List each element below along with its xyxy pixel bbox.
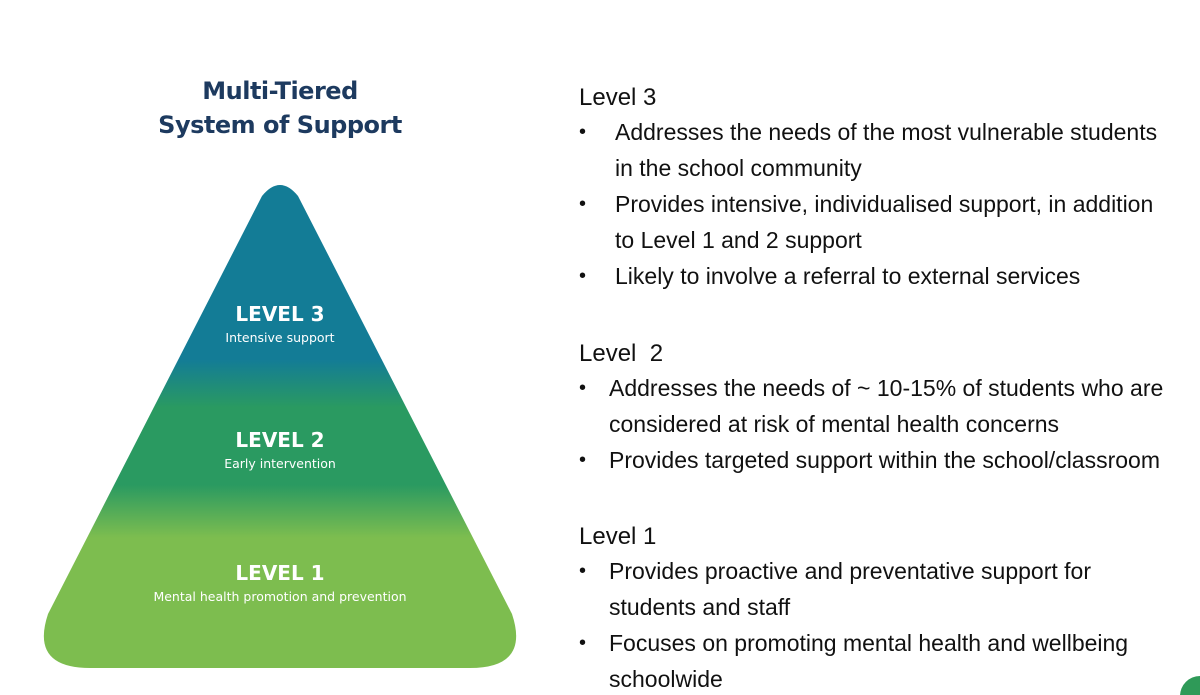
bullet-line: students and staff bbox=[609, 594, 791, 620]
pyramid-title-line-2: System of Support bbox=[158, 111, 402, 139]
tier-level-1-name: LEVEL 1 bbox=[235, 561, 325, 585]
bullet-line: Focuses on promoting mental health and w… bbox=[609, 630, 1129, 656]
pyramid-title-line-1: Multi-Tiered bbox=[202, 77, 358, 105]
bullet-dot: • bbox=[579, 193, 587, 215]
level-3-heading: Level 3 bbox=[579, 84, 657, 111]
tier-level-3-description: Intensive support bbox=[225, 330, 335, 345]
pyramid-shape bbox=[43, 185, 517, 668]
bullet-line: Addresses the needs of the most vulnerab… bbox=[615, 119, 1158, 145]
bullet-line: Provides intensive, individualised suppo… bbox=[615, 191, 1154, 217]
level-3-section: Level 3 • Addresses the needs of the mos… bbox=[579, 82, 1194, 294]
level-3-bullets: • Addresses the needs of the most vulner… bbox=[579, 114, 1194, 294]
bullet-line: Addresses the needs of ~ 10-15% of stude… bbox=[609, 375, 1164, 401]
bullet-dot: • bbox=[579, 265, 587, 287]
bullet-line: in the school community bbox=[615, 155, 862, 181]
bullet-item: • Likely to involve a referral to extern… bbox=[579, 258, 1194, 294]
level-2-bullets: • Addresses the needs of ~ 10-15% of stu… bbox=[579, 370, 1194, 478]
level-2-heading: Level 2 bbox=[579, 340, 664, 367]
level-1-section: Level 1 • Provides proactive and prevent… bbox=[579, 521, 1194, 695]
bullet-item: • Provides intensive, individualised sup… bbox=[579, 186, 1194, 258]
level-1-bullets: • Provides proactive and preventative su… bbox=[579, 553, 1194, 695]
bullet-dot: • bbox=[579, 377, 587, 399]
tier-level-3: LEVEL 3 Intensive support bbox=[130, 302, 430, 347]
pyramid-diagram bbox=[43, 185, 517, 668]
pyramid-title: Multi-Tiered System of Support bbox=[130, 74, 430, 142]
bullet-line: Provides targeted support within the sch… bbox=[609, 447, 1161, 473]
bullet-item: • Provides targeted support within the s… bbox=[579, 442, 1194, 478]
bullet-dot: • bbox=[579, 632, 587, 654]
tier-level-2-description: Early intervention bbox=[224, 456, 336, 471]
level-2-section: Level 2 • Addresses the needs of ~ 10-15… bbox=[579, 338, 1194, 478]
tier-level-1-description: Mental health promotion and prevention bbox=[153, 589, 407, 604]
bullet-dot: • bbox=[579, 121, 587, 143]
tier-level-2: LEVEL 2 Early intervention bbox=[130, 428, 430, 473]
bullet-line: schoolwide bbox=[609, 666, 723, 692]
tier-level-1: LEVEL 1 Mental health promotion and prev… bbox=[130, 561, 430, 606]
bullet-item: • Addresses the needs of the most vulner… bbox=[579, 114, 1194, 186]
bullet-line: considered at risk of mental health conc… bbox=[609, 411, 1060, 437]
bullet-item: • Addresses the needs of ~ 10-15% of stu… bbox=[579, 370, 1194, 442]
bullet-line: to Level 1 and 2 support bbox=[615, 227, 862, 253]
corner-decoration bbox=[1180, 676, 1200, 695]
bullet-dot: • bbox=[579, 560, 587, 582]
bullet-item: • Focuses on promoting mental health and… bbox=[579, 625, 1194, 695]
bullet-dot: • bbox=[579, 449, 587, 471]
bullet-line: Likely to involve a referral to external… bbox=[615, 263, 1081, 289]
bullet-item: • Provides proactive and preventative su… bbox=[579, 553, 1194, 625]
tier-level-2-name: LEVEL 2 bbox=[235, 428, 325, 452]
tier-level-3-name: LEVEL 3 bbox=[235, 302, 325, 326]
bullet-line: Provides proactive and preventative supp… bbox=[609, 558, 1091, 584]
level-1-heading: Level 1 bbox=[579, 523, 657, 550]
